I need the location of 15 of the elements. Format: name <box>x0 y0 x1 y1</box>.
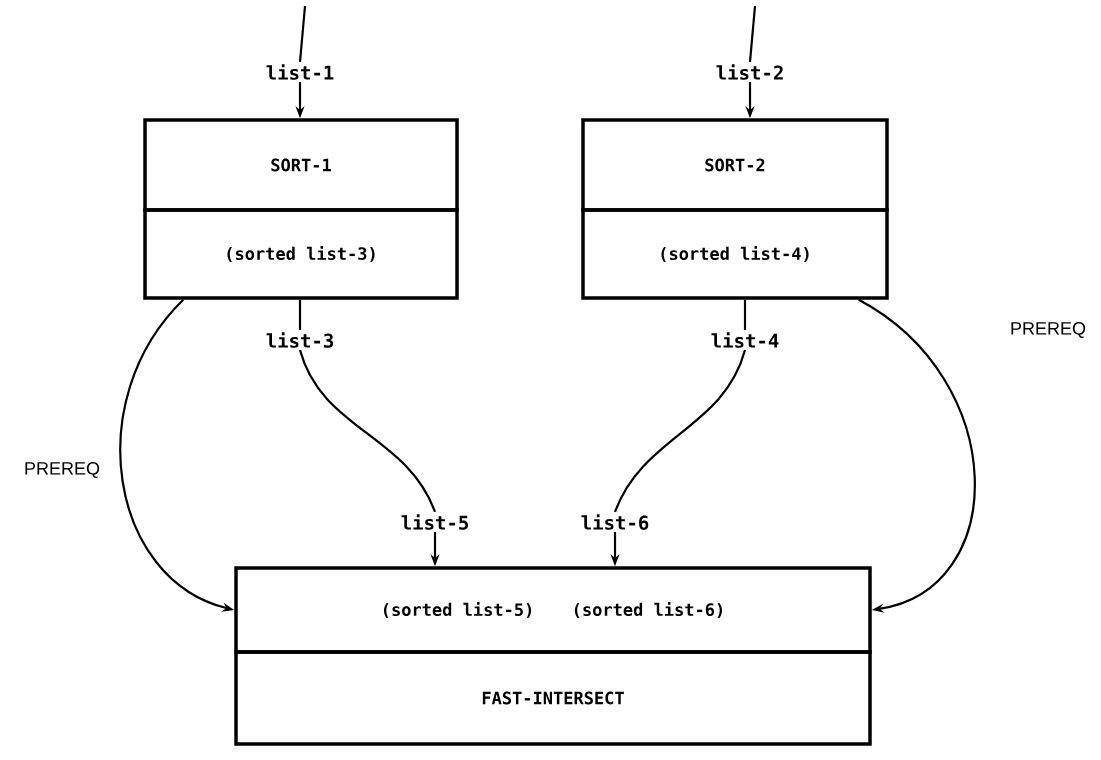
flow-label: list-4 <box>711 332 779 348</box>
flow-label: list-3 <box>266 332 334 348</box>
flow-label: list-6 <box>581 514 649 530</box>
flow-label: list-5 <box>401 514 469 530</box>
process-box: FAST-INTERSECT <box>234 650 872 746</box>
process-box: SORT-2 <box>581 118 889 212</box>
flow-label: list-1 <box>266 64 334 80</box>
arrow <box>858 298 976 613</box>
flow-label: list-2 <box>716 64 783 80</box>
process-box: (sorted list-5) (sorted list-6) <box>234 566 872 654</box>
edge-label: PREREQ <box>22 460 102 480</box>
edge-label: PREREQ <box>1008 320 1088 340</box>
process-box: (sorted list-3) <box>143 208 459 300</box>
process-box: (sorted list-4) <box>581 208 889 300</box>
process-box: SORT-1 <box>143 118 459 212</box>
